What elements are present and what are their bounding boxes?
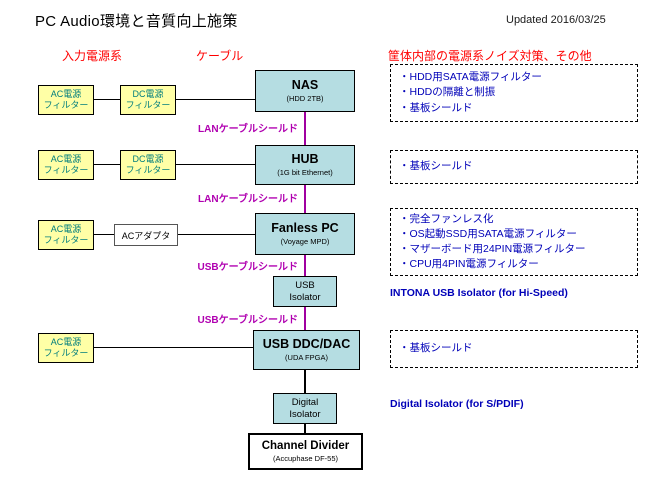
node-usb-isolator-line2: Isolator: [289, 291, 321, 303]
note-pc-line1: ・完全ファンレス化: [399, 212, 494, 225]
cable-label-lan-1: LANケーブルシールド: [198, 124, 298, 135]
ac-filter-line2: フィルター: [43, 235, 89, 245]
cable-label-usb-1: USBケーブルシールド: [197, 262, 298, 273]
ac-power-filter-row1: AC電源 フィルター: [38, 85, 94, 115]
ac-power-filter-row4: AC電源 フィルター: [38, 333, 94, 363]
connector-pc-usbiso: [304, 255, 306, 276]
dc-filter-line1: DC電源: [132, 88, 164, 99]
wire-dc-nas: [176, 99, 255, 100]
ac-filter-line2: フィルター: [43, 165, 89, 175]
column-header-input-power: 入力電源系: [62, 49, 123, 63]
connector-usbiso-dac: [304, 307, 306, 330]
node-usb-isolator: USB Isolator: [273, 276, 337, 307]
page-title: PC Audio環境と音質向上施策: [35, 13, 238, 30]
ac-adapter-box: ACアダプタ: [114, 224, 178, 246]
note-dac-line1: ・基板シールド: [399, 342, 473, 355]
cable-label-usb-2: USBケーブルシールド: [197, 315, 298, 326]
wire-ac-dac: [94, 347, 253, 348]
note-pc-line3: ・マザーボード用24PIN電源フィルター: [399, 243, 586, 255]
connector-nas-hub: [304, 112, 306, 145]
connector-hub-pc: [304, 185, 306, 213]
annotation-usb-isolator: INTONA USB Isolator (for Hi-Speed): [390, 287, 568, 299]
column-header-chassis: 筐体内部の電源系ノイズ対策、その他: [388, 49, 592, 63]
wire-ac-adapter: [94, 234, 114, 235]
node-usb-ddc-dac: USB DDC/DAC (UDA FPGA): [253, 330, 360, 370]
dc-power-filter-row2: DC電源 フィルター: [120, 150, 176, 180]
node-nas-sublabel: (HDD 2TB): [286, 94, 324, 104]
node-channel-divider: Channel Divider (Accuphase DF-55): [248, 433, 363, 470]
ac-filter-line2: フィルター: [43, 348, 89, 358]
ac-power-filter-row3: AC電源 フィルター: [38, 220, 94, 250]
ac-filter-line1: AC電源: [50, 153, 82, 164]
cable-label-lan-2: LANケーブルシールド: [198, 194, 298, 205]
node-channel-divider-sublabel: (Accuphase DF-55): [272, 454, 339, 463]
wire-adapter-pc: [178, 234, 255, 235]
ac-filter-line1: AC電源: [50, 336, 82, 347]
dc-filter-line1: DC電源: [132, 153, 164, 164]
wire-ac-dc-row2: [94, 164, 120, 165]
node-usb-ddc-dac-sublabel: (UDA FPGA): [285, 353, 328, 363]
node-channel-divider-label: Channel Divider: [261, 440, 350, 452]
note-hub-line1: ・基板シールド: [399, 160, 473, 173]
ac-filter-line1: AC電源: [50, 223, 82, 234]
node-digital-isolator: Digital Isolator: [273, 393, 337, 424]
ac-adapter-label: ACアダプタ: [121, 230, 171, 241]
ac-filter-line1: AC電源: [50, 88, 82, 99]
node-nas-label: NAS: [291, 77, 319, 92]
ac-power-filter-row2: AC電源 フィルター: [38, 150, 94, 180]
node-fanless-pc-sublabel: (Voyage MPD): [280, 237, 330, 247]
node-fanless-pc-label: Fanless PC: [271, 220, 339, 235]
column-header-cable: ケーブル: [196, 49, 244, 63]
wire-ac-dc-row1: [94, 99, 120, 100]
dc-filter-line2: フィルター: [125, 165, 171, 175]
ac-filter-line2: フィルター: [43, 100, 89, 110]
note-box-nas: ・HDD用SATA電源フィルター ・HDDの隔離と制振 ・基板シールド: [390, 64, 638, 122]
note-box-pc: ・完全ファンレス化 ・OS起動SSD用SATA電源フィルター ・マザーボード用2…: [390, 208, 638, 276]
note-pc-line2: ・OS起動SSD用SATA電源フィルター: [399, 227, 577, 240]
annotation-digital-isolator: Digital Isolator (for S/PDIF): [390, 398, 524, 410]
note-box-dac: ・基板シールド: [390, 330, 638, 368]
updated-date: Updated 2016/03/25: [506, 14, 606, 26]
note-nas-line1: ・HDD用SATA電源フィルター: [399, 71, 542, 84]
wire-dc-hub: [176, 164, 255, 165]
note-nas-line3: ・基板シールド: [399, 101, 473, 114]
node-digital-isolator-line1: Digital: [291, 396, 319, 408]
node-hub-label: HUB: [291, 151, 319, 166]
note-pc-line4: ・CPU用4PIN電源フィルター: [399, 258, 539, 271]
note-nas-line2: ・HDDの隔離と制振: [399, 86, 496, 99]
node-nas: NAS (HDD 2TB): [255, 70, 355, 112]
connector-dac-digiso: [304, 370, 306, 393]
node-hub: HUB (1G bit Ethernet): [255, 145, 355, 185]
node-usb-isolator-line1: USB: [295, 279, 315, 291]
note-box-hub: ・基板シールド: [390, 150, 638, 184]
node-hub-sublabel: (1G bit Ethernet): [277, 168, 333, 178]
dc-filter-line2: フィルター: [125, 100, 171, 110]
node-usb-ddc-dac-label: USB DDC/DAC: [262, 336, 351, 351]
connector-digiso-divider: [304, 424, 306, 433]
node-fanless-pc: Fanless PC (Voyage MPD): [255, 213, 355, 255]
dc-power-filter-row1: DC電源 フィルター: [120, 85, 176, 115]
node-digital-isolator-line2: Isolator: [289, 408, 321, 420]
